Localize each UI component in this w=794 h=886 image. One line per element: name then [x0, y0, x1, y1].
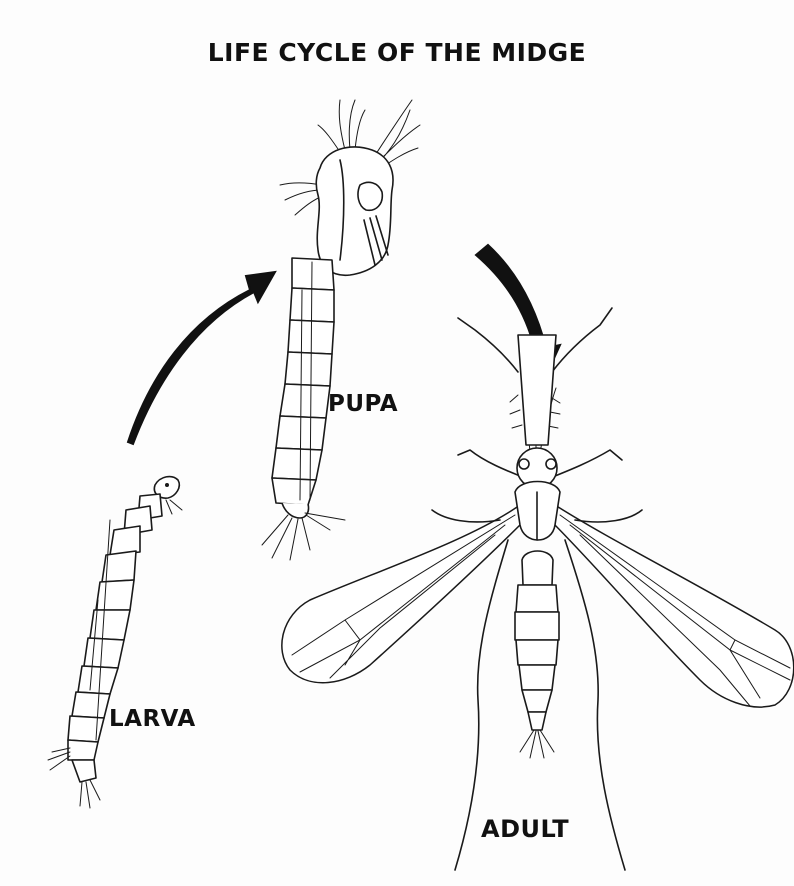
pupa-label: PUPA: [328, 391, 398, 417]
pupa-figure: [262, 100, 420, 560]
larva-label: LARVA: [109, 706, 196, 732]
larva-figure: [48, 477, 182, 808]
arrow-larva-to-pupa: [128, 272, 275, 444]
diagram-title: LIFE CYCLE OF THE MIDGE: [0, 38, 794, 67]
adult-label: ADULT: [481, 815, 569, 843]
